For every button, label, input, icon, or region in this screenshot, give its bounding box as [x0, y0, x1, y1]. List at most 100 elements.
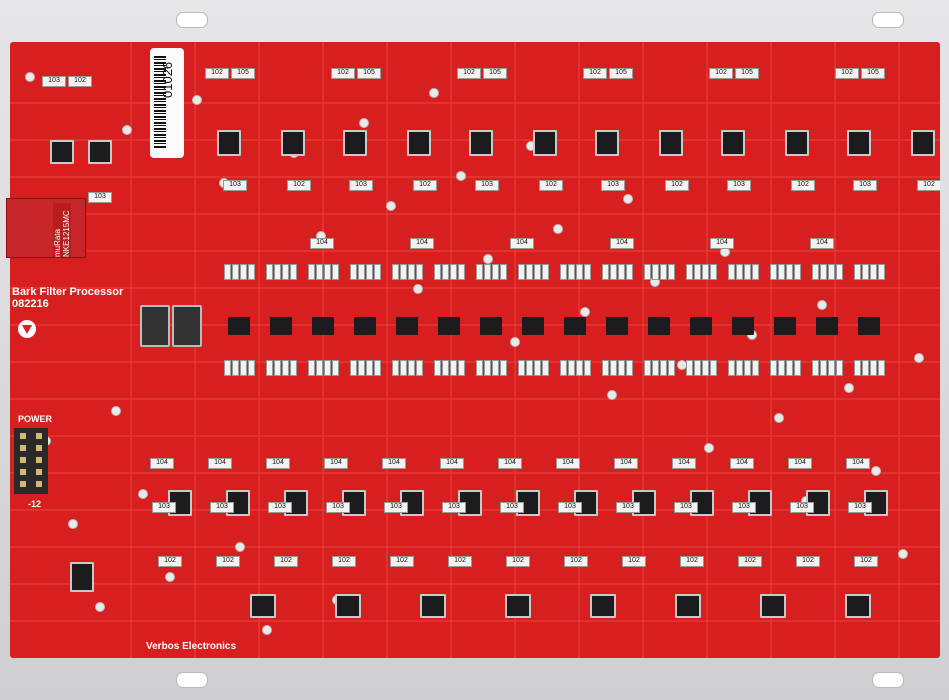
resistor [618, 360, 625, 376]
resistor [644, 264, 651, 280]
resistor [644, 360, 651, 376]
ic-chip [88, 140, 112, 164]
ic-chip [816, 317, 838, 335]
pcb-trace [194, 42, 196, 658]
resistor [392, 360, 399, 376]
resistor [332, 360, 339, 376]
resistor-array: 102 [457, 68, 481, 79]
resistor [442, 360, 449, 376]
resistor [660, 360, 667, 376]
mount-hole [176, 672, 208, 688]
ic-chip [420, 594, 446, 618]
pcb-trace [10, 213, 940, 215]
resistor [854, 360, 861, 376]
ic-chip [675, 594, 701, 618]
pcb-trace [10, 398, 940, 400]
resistor [282, 264, 289, 280]
ic-chip [595, 130, 619, 156]
resistor-array: 103 [326, 502, 350, 513]
resistor [316, 264, 323, 280]
resistor [274, 360, 281, 376]
pcb-trace [450, 42, 452, 658]
barcode [154, 56, 166, 148]
resistor [350, 264, 357, 280]
resistor-array: 103 [848, 502, 872, 513]
resistor [576, 360, 583, 376]
resistor [458, 360, 465, 376]
resistor-array: 103 [674, 502, 698, 513]
via-pad [456, 171, 466, 181]
resistor [366, 264, 373, 280]
resistor [710, 360, 717, 376]
resistor [610, 264, 617, 280]
resistor [224, 360, 231, 376]
resistor [232, 360, 239, 376]
via-pad [623, 194, 633, 204]
resistor [434, 360, 441, 376]
resistor [786, 264, 793, 280]
resistor-array: 103 [88, 192, 112, 203]
resistor [710, 264, 717, 280]
resistor-array: 103 [732, 502, 756, 513]
resistor [290, 360, 297, 376]
resistor [836, 264, 843, 280]
pcb-trace [322, 42, 324, 658]
resistor-array: 103 [601, 180, 625, 191]
via-pad [138, 489, 148, 499]
ic-chip [721, 130, 745, 156]
via-pad [262, 625, 272, 635]
via-pad [607, 390, 617, 400]
resistor [878, 264, 885, 280]
resistor [476, 360, 483, 376]
resistor [820, 360, 827, 376]
resistor-array: 104 [310, 238, 334, 249]
resistor [416, 360, 423, 376]
resistor [686, 360, 693, 376]
resistor-array: 102 [854, 556, 878, 567]
manufacturer-label: Verbos Electronics [146, 641, 237, 652]
resistor [416, 264, 423, 280]
resistor-array: 103 [210, 502, 234, 513]
resistor [584, 360, 591, 376]
resistor [786, 360, 793, 376]
pcb-trace [10, 176, 940, 178]
resistor-array: 102 [796, 556, 820, 567]
resistor [408, 360, 415, 376]
pcb-trace [386, 42, 388, 658]
resistor [392, 264, 399, 280]
resistor [836, 360, 843, 376]
via-pad [704, 443, 714, 453]
resistor [542, 264, 549, 280]
resistor [854, 264, 861, 280]
via-pad [429, 88, 439, 98]
ic-chip [343, 130, 367, 156]
resistor-array: 104 [810, 238, 834, 249]
pcb-trace [10, 102, 940, 104]
resistor [812, 360, 819, 376]
resistor [736, 360, 743, 376]
resistor [694, 360, 701, 376]
resistor-array: 103 [475, 180, 499, 191]
resistor-array: 105 [735, 68, 759, 79]
verbos-logo [18, 320, 36, 338]
resistor-array: 104 [208, 458, 232, 469]
resistor [652, 360, 659, 376]
via-pad [192, 95, 202, 105]
ic-chip [590, 594, 616, 618]
resistor [232, 264, 239, 280]
resistor [870, 360, 877, 376]
resistor-array: 104 [672, 458, 696, 469]
via-pad [95, 602, 105, 612]
ic-chip [354, 317, 376, 335]
resistor-array: 102 [413, 180, 437, 191]
resistor [248, 264, 255, 280]
resistor [820, 264, 827, 280]
resistor [702, 264, 709, 280]
resistor-array: 102 [709, 68, 733, 79]
resistor [878, 360, 885, 376]
resistor-array: 104 [382, 458, 406, 469]
resistor [526, 264, 533, 280]
ic-chip [690, 317, 712, 335]
header-pin [20, 469, 26, 475]
resistor-array: 103 [223, 180, 247, 191]
